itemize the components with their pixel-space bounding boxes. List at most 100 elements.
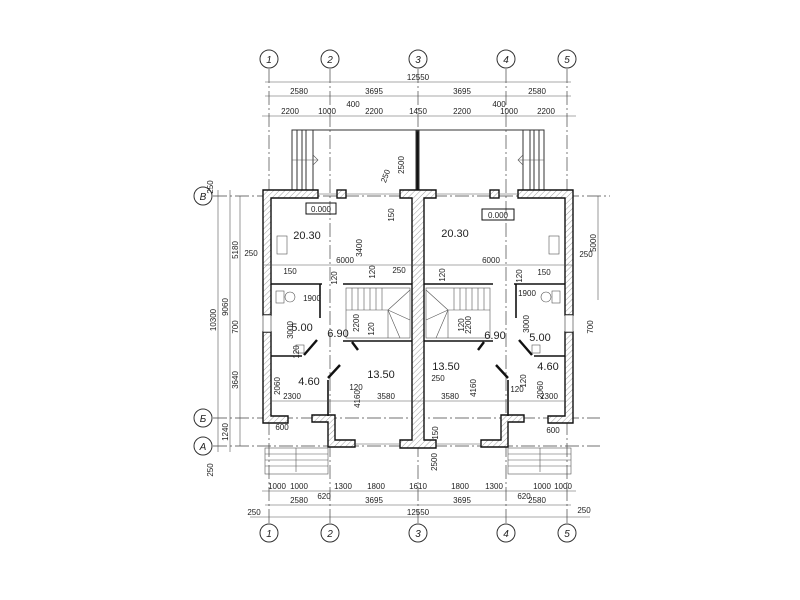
dimension-label: 2580: [528, 87, 546, 96]
dimension-label: 6000: [336, 256, 354, 265]
dimension-label: 2200: [537, 107, 555, 116]
dimension-label: 5.00: [291, 322, 312, 334]
dimensions-right: 5000 700: [586, 234, 598, 334]
dimension-label: 4.60: [298, 376, 319, 388]
dimension-label: 2500: [397, 156, 406, 174]
axis-bubble-1-top: 1: [259, 49, 279, 69]
dimension-label: 1000: [500, 107, 518, 116]
dimension-label: 600: [546, 426, 560, 435]
doors: [303, 339, 533, 379]
dimension-label: 2500: [430, 453, 439, 471]
dimension-label: 1610: [409, 482, 427, 491]
dimension-label: 250: [392, 266, 406, 275]
dimension-label: Б: [200, 414, 207, 425]
dimension-label: 20.30: [293, 230, 321, 242]
dimension-label: 4: [503, 529, 509, 540]
dimension-label: 250: [247, 508, 261, 517]
entrance-steps: [264, 447, 572, 475]
dimension-label: 120: [515, 269, 524, 283]
dimension-label: 700: [586, 320, 595, 334]
dimension-label: 120: [292, 345, 301, 359]
dimension-label: 1: [266, 529, 272, 540]
elevation-marks: 0.000 0.000: [305, 202, 515, 221]
room-areas: 20.30 5.00 6.90 4.60 13.50 20.30 6.90 5.…: [291, 228, 558, 388]
dimension-label: 1300: [485, 482, 503, 491]
dimension-label: 620: [517, 492, 531, 501]
dimension-label: 1800: [451, 482, 469, 491]
dimension-label: 3000: [522, 315, 531, 333]
dimension-label: 150: [387, 208, 396, 222]
dimension-label: 2: [326, 529, 333, 540]
dimension-label: 400: [492, 100, 506, 109]
interior-dimensions: 6000 250 150 120 1900 3000 120 2060 2300…: [244, 156, 593, 471]
dimension-label: 250: [206, 180, 215, 194]
dimension-label: 6.90: [327, 328, 348, 340]
dimension-label: 1000: [554, 482, 572, 491]
toilet-icon: [275, 290, 285, 304]
dimension-label: 120: [510, 385, 524, 394]
dimension-label: 2: [326, 55, 333, 66]
dimension-label: 1900: [303, 294, 321, 303]
dimension-label: 4160: [353, 390, 362, 408]
axis-bubble-v: В: [193, 186, 213, 206]
dimension-lines-interior: [217, 190, 599, 452]
dimension-label: 2580: [290, 496, 308, 505]
dimension-label: 2200: [281, 107, 299, 116]
dimension-label: 6000: [482, 256, 500, 265]
dimension-label: 1000: [290, 482, 308, 491]
dimensions-left: 250 10300 9060 5180 700 3640 1240 250: [206, 180, 240, 477]
dimension-label: 3400: [355, 239, 364, 257]
dimension-label: 250: [431, 374, 445, 383]
axis-bubble-4-bottom: 4: [496, 523, 516, 543]
dimension-label: 0.000: [311, 205, 332, 214]
axis-bubbles: 1 2 3 4 5 1 2 3 4 5 В Б А: [193, 49, 577, 543]
dimension-label: 1800: [367, 482, 385, 491]
dimension-label: 12550: [407, 508, 430, 517]
dimension-label: 120: [519, 374, 528, 388]
dimension-label: 3: [415, 55, 421, 66]
dimension-label: 13.50: [432, 361, 460, 373]
dimension-label: 620: [317, 492, 331, 501]
dimension-label: 1900: [518, 289, 536, 298]
dimension-label: 2300: [540, 392, 558, 401]
dimension-label: 3695: [365, 87, 383, 96]
dimension-label: 120: [438, 268, 447, 282]
dimension-label: 12550: [407, 73, 430, 82]
axis-bubble-3-top: 3: [408, 49, 428, 69]
axis-bubble-2-bottom: 2: [320, 523, 340, 543]
axis-bubble-b: Б: [193, 408, 213, 428]
dimension-label: 700: [231, 320, 240, 334]
dimension-label: 1000: [268, 482, 286, 491]
axis-bubble-5-bottom: 5: [557, 523, 577, 543]
dimension-label: 4.60: [537, 361, 558, 373]
dimension-label: 250: [244, 249, 258, 258]
dimension-label: 2300: [283, 392, 301, 401]
dimension-label: 2580: [290, 87, 308, 96]
dimension-label: 3640: [231, 371, 240, 389]
axis-bubble-2-top: 2: [320, 49, 340, 69]
dimension-label: 150: [537, 268, 551, 277]
axis-bubble-3-bottom: 3: [408, 523, 428, 543]
sink-icon: [531, 344, 541, 354]
dimension-label: 5180: [231, 241, 240, 259]
dimension-label: 2200: [453, 107, 471, 116]
dimension-label: 3580: [441, 392, 459, 401]
dimension-label: 3695: [453, 496, 471, 505]
dimension-label: 3695: [365, 496, 383, 505]
stove-icon: [276, 235, 288, 255]
sink-icon: [295, 344, 305, 354]
staircase-left: [345, 287, 411, 339]
dimensions-top: 12550 2580 3695 3695 2580 2200 1000 400 …: [262, 73, 576, 117]
dimension-label: А: [199, 442, 207, 453]
terrace: [291, 129, 545, 192]
dimension-label: 120: [457, 318, 466, 332]
dimension-label: 1240: [221, 423, 230, 441]
dimension-label: 2200: [365, 107, 383, 116]
dimension-label: 5.00: [529, 332, 550, 344]
dimension-label: 250: [379, 168, 392, 184]
dimension-label: 600: [275, 423, 289, 432]
dimension-label: 1000: [533, 482, 551, 491]
dimension-label: 4160: [469, 379, 478, 397]
dimension-label: 1300: [334, 482, 352, 491]
axis-bubble-4-top: 4: [496, 49, 516, 69]
